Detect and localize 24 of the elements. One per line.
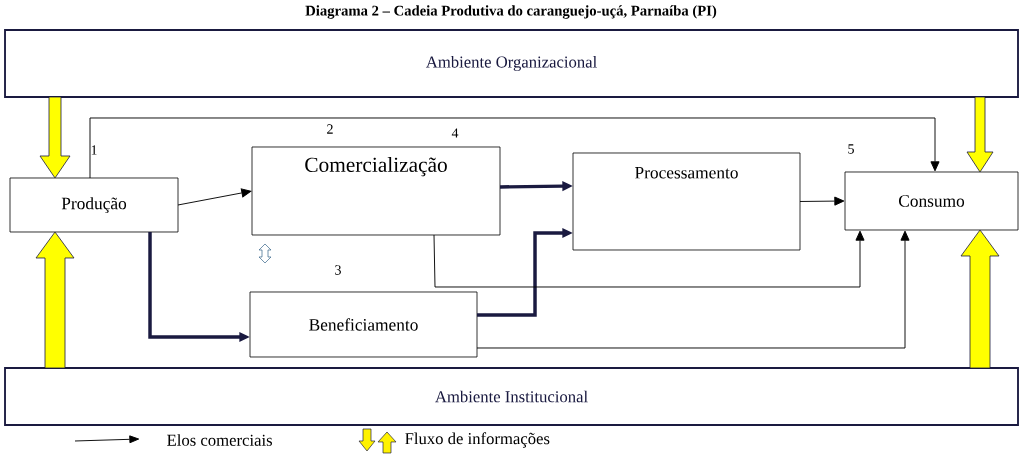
step-number: 2 [327, 124, 333, 134]
step-number: 1 [91, 145, 97, 155]
environment-band: Ambiente Institucional [4, 367, 1019, 426]
environment-band: Ambiente Organizacional [4, 29, 1019, 98]
arrow [89, 117, 940, 179]
legend-label: Fluxo de informações [405, 432, 550, 448]
information-flow-arrow [960, 229, 1000, 369]
arrow [476, 230, 910, 349]
process-box: Consumo [844, 171, 1019, 231]
arrow [799, 196, 845, 206]
legend-label: Elos comerciais [167, 434, 272, 446]
process-box: Processamento [572, 152, 801, 251]
process-box: Comercialização [251, 146, 501, 236]
process-box: Produção [9, 177, 179, 233]
diagram-title: Diagrama 2 – Cadeia Produtiva do caranguejo-uçá, Parnaíba (PI) [305, 5, 717, 19]
process-box: Beneficiamento [249, 291, 478, 358]
arrow [177, 188, 252, 206]
arrow [433, 230, 865, 288]
step-number: 5 [848, 144, 854, 154]
information-flow-arrow [35, 231, 75, 369]
information-flow-arrow [966, 96, 994, 173]
step-number: 4 [451, 128, 459, 138]
information-flow-arrow [39, 96, 71, 179]
step-number: 3 [335, 265, 341, 275]
